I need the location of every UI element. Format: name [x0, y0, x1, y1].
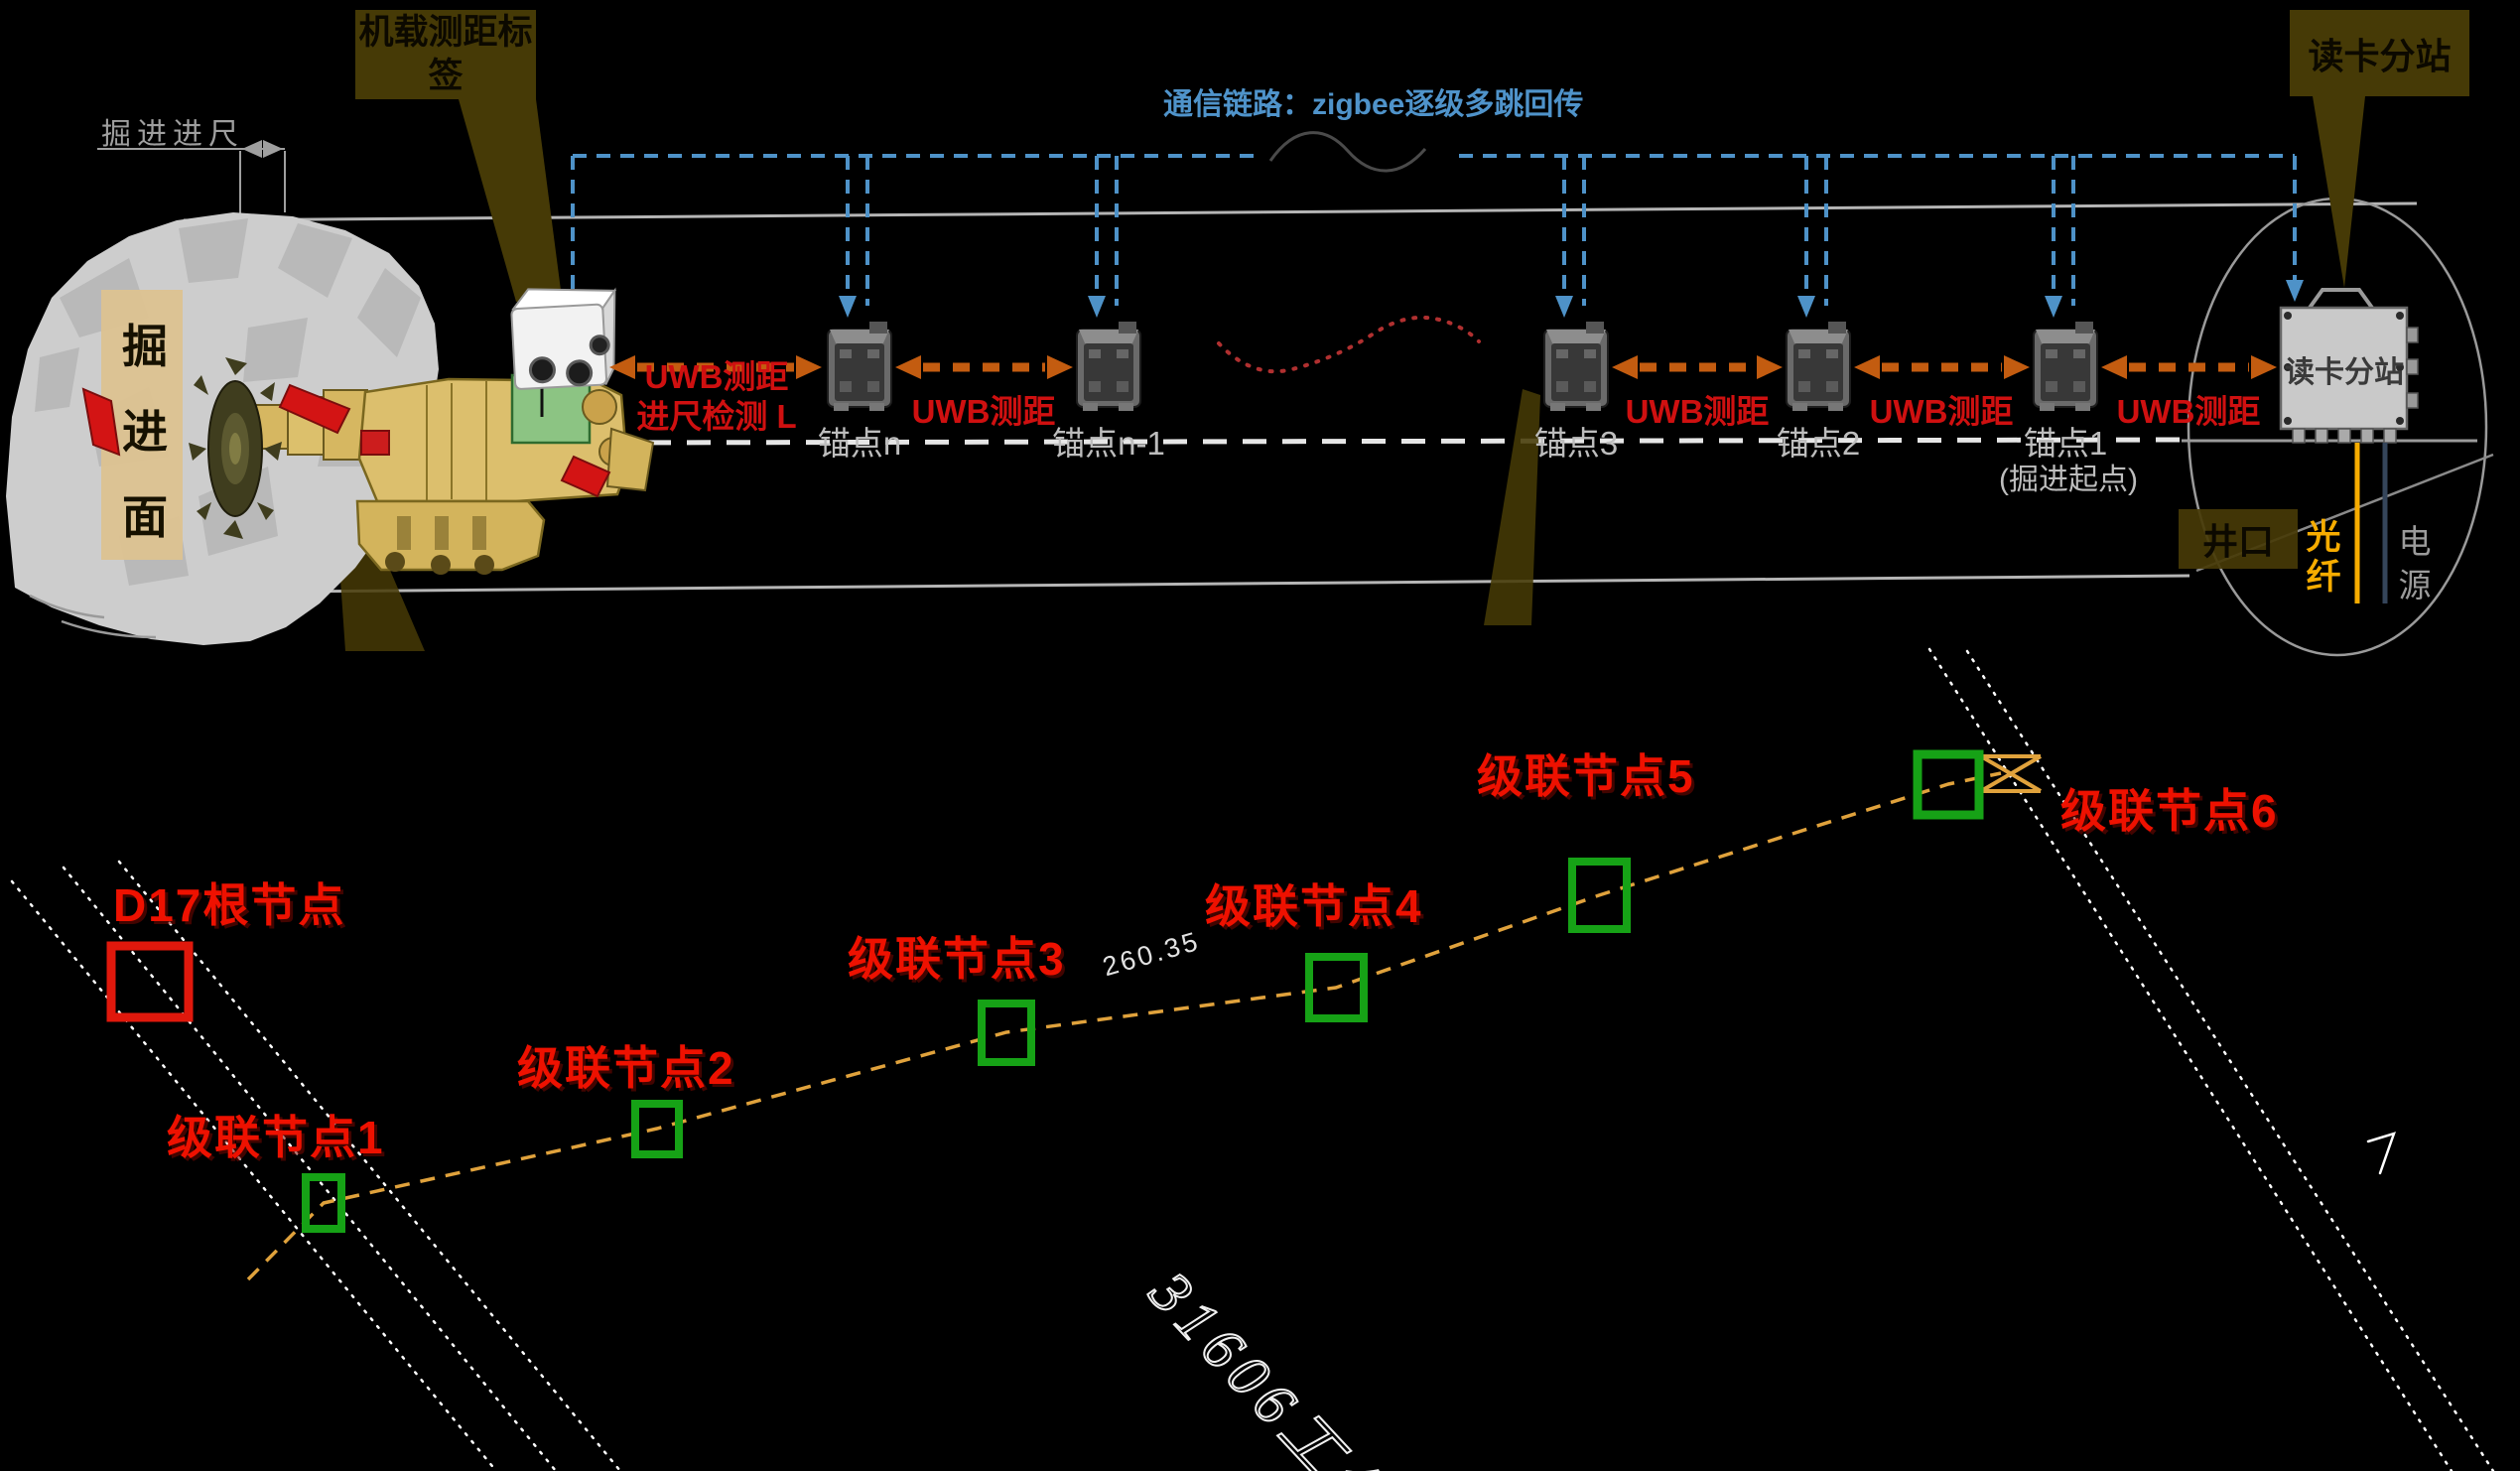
cascade-node-5-marker — [1568, 858, 1631, 933]
anchor-1-device — [2033, 321, 2098, 412]
root-node-marker — [106, 941, 194, 1022]
anchor-3-device — [1543, 321, 1609, 412]
onboard-tag-callout-box — [355, 10, 536, 99]
cascade-node-markers — [302, 749, 1984, 1233]
comm-link-label: 通信链路：zigbee逐级多跳回传 — [1163, 88, 1584, 121]
cutter-head — [189, 357, 282, 539]
wellhead-label-box — [2179, 509, 2298, 569]
cascade-node-6-label: 级联节点6 — [2060, 785, 2279, 837]
comm-line-break-symbol — [1268, 131, 1427, 173]
anchor-n1-label: 锚点n-1 — [1052, 425, 1165, 462]
cascade-link-line — [246, 771, 2002, 1281]
reader-callout-box — [2290, 10, 2469, 96]
tunnel-floor-datum-line — [606, 437, 2183, 446]
wellhead-label: 井口 — [2201, 521, 2274, 562]
onboard-tag-device — [510, 287, 617, 390]
tunnel-outline — [44, 197, 2494, 657]
cascade-node-5-label: 级联节点5 — [1477, 750, 1695, 802]
cascade-node-2-marker — [631, 1100, 683, 1158]
callout-boxes — [355, 10, 2469, 569]
cascade-node-4-label: 级联节点4 — [1205, 880, 1423, 932]
onboard-tag-callout: 机载测距标签 — [358, 13, 533, 95]
anchor-n-device — [827, 321, 892, 412]
reader-station-device-label: 读卡分站 — [2285, 356, 2404, 389]
anchor-2-label: 锚点2 — [1776, 425, 1861, 462]
cascade-node-1-label: 级联节点1 — [167, 1112, 385, 1163]
zigbee-comm-lines — [571, 154, 2297, 306]
anchor-n1-device — [1076, 321, 1141, 412]
anchor-3-label: 锚点3 — [1533, 425, 1619, 462]
uwb-continuation-wave — [1217, 315, 1481, 374]
uwb-ranging-label-4: UWB测距 — [2116, 393, 2261, 430]
cascade-node-1-marker — [302, 1173, 345, 1233]
fiber-label: 光纤 — [2306, 518, 2341, 597]
uwb-tag-ranging-label: UWB测距 进尺检测 L — [636, 358, 797, 436]
junction-x-mark — [1979, 754, 2043, 793]
uwb-arrowheads — [609, 355, 2277, 379]
uwb-ranging-label-3: UWB测距 — [1869, 393, 2014, 430]
root-node-label: D17根节点 — [113, 879, 346, 931]
reader-station-device — [2279, 288, 2419, 444]
zigbee-arrowheads — [839, 280, 2304, 318]
power-label: 电源 — [2398, 523, 2432, 603]
uwb-ranging-label-2: UWB测距 — [1625, 393, 1770, 430]
anchor-1-note: (掘进起点) — [1999, 464, 2138, 496]
excavation-face-label: 掘进面 — [122, 321, 168, 543]
cascade-node-4-marker — [1305, 953, 1368, 1022]
advance-dimension-label: 掘进进尺 — [101, 118, 244, 151]
anchor-n-label: 锚点n — [817, 425, 902, 462]
advance-dimension-marker — [97, 140, 286, 216]
cascade-node-3-marker — [978, 1000, 1035, 1066]
anchor-2-device — [1786, 321, 1851, 412]
roadway-lines — [10, 647, 2495, 1471]
cascade-node-6-marker — [1913, 749, 1984, 820]
anchor-1-label: 锚点1 — [2023, 425, 2108, 462]
cascade-node-2-label: 级联节点2 — [517, 1042, 735, 1094]
uwb-ranging-label-1: UWB测距 — [911, 393, 1056, 430]
reader-station-callout: 读卡分站 — [2308, 35, 2452, 76]
cascade-node-3-label: 级联节点3 — [848, 933, 1066, 985]
